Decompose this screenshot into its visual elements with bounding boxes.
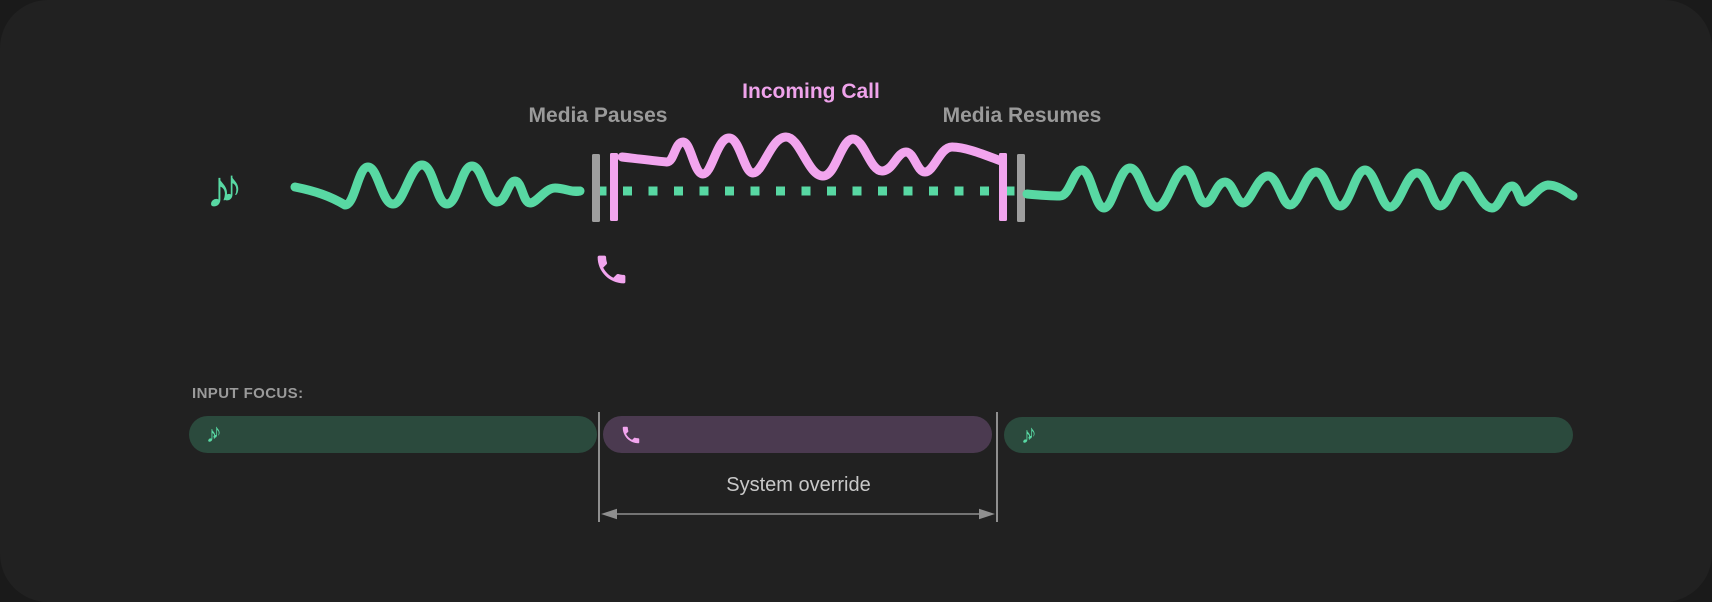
media-wave-after <box>1022 163 1578 213</box>
media-pause-marker <box>592 153 618 222</box>
system-override-label: System override <box>726 474 871 496</box>
media-resumes-label: Media Resumes <box>942 104 1102 127</box>
focus-segment-call <box>603 416 992 453</box>
music-note-glyph: ♪ <box>220 160 243 211</box>
music-notes-icon: ♪ ♪ <box>206 158 243 216</box>
music-notes-icon: ♪ ♪ <box>1021 421 1037 448</box>
music-note-glyph: ♪ <box>206 161 232 219</box>
music-note-glyph: ♪ <box>1026 421 1037 444</box>
phone-icon <box>597 255 626 284</box>
music-note-glyph: ♪ <box>211 421 222 443</box>
music-note-glyph: ♪ <box>206 421 218 447</box>
focus-segment-media-before: ♪ ♪ <box>189 416 597 453</box>
media-resume-marker <box>999 153 1025 222</box>
input-focus-heading: INPUT FOCUS: <box>192 385 304 402</box>
override-guide-line-right <box>996 412 998 522</box>
incoming-call-label: Incoming Call <box>742 80 880 103</box>
focus-segment-media-after: ♪ ♪ <box>1004 417 1573 453</box>
media-pauses-label: Media Pauses <box>528 104 668 127</box>
incoming-call-wave <box>617 132 1006 181</box>
phone-icon <box>622 426 640 443</box>
double-arrow-icon <box>601 508 995 520</box>
music-note-glyph: ♪ <box>1021 421 1033 448</box>
media-wave-before <box>290 160 585 210</box>
override-guide-line-left <box>598 412 600 522</box>
music-notes-icon: ♪ ♪ <box>206 421 222 447</box>
